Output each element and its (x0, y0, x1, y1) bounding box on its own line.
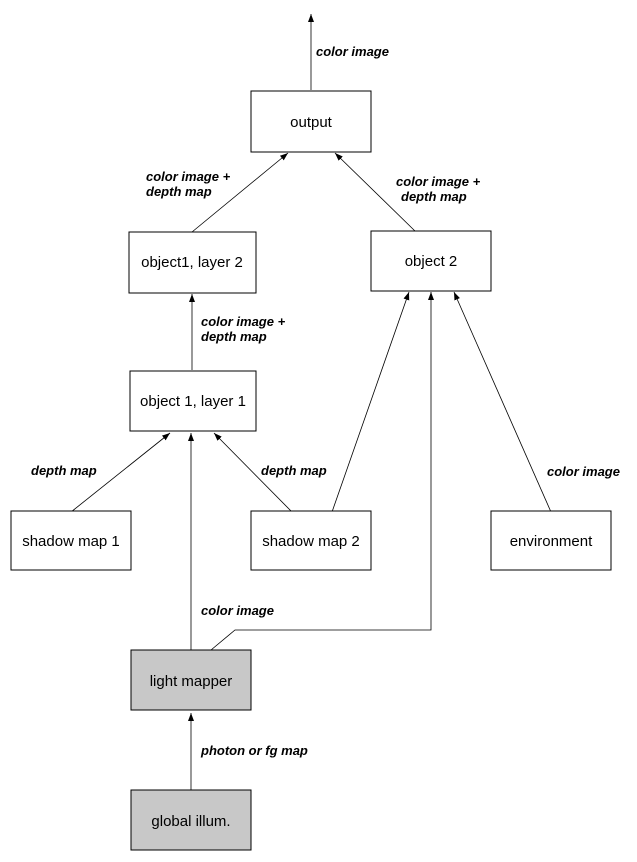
node-object1-layer2: object1, layer 2 (128, 231, 257, 294)
edge-obj2-to-output (334, 152, 417, 233)
label-mid-depth-map: depth map (201, 329, 267, 344)
node-light-mapper: light mapper (130, 649, 252, 711)
node-output-label: output (290, 114, 333, 131)
label-mid-color-image-plus: color image + (201, 314, 286, 329)
node-light-mapper-label: light mapper (150, 673, 233, 690)
edge-shadow2-to-obj1l1 (213, 432, 293, 513)
node-environment: environment (490, 510, 612, 571)
edge-shadow1-to-obj1l1 (70, 432, 171, 513)
node-shadow-map-2-label: shadow map 2 (262, 533, 360, 550)
label-environment-color-image: color image (547, 464, 620, 479)
label-shadow1-depth-map: depth map (31, 463, 97, 478)
edge-obj1l2-to-output (191, 152, 289, 233)
node-environment-label: environment (510, 533, 593, 550)
node-global-illum-label: global illum. (151, 813, 230, 830)
node-shadow-map-1-label: shadow map 1 (22, 533, 120, 550)
node-object1-layer1: object 1, layer 1 (129, 370, 257, 432)
label-top-color-image: color image (316, 44, 389, 59)
edge-environment-to-obj2 (453, 291, 552, 513)
node-global-illum: global illum. (130, 789, 252, 851)
label-shadow2-depth-map: depth map (261, 463, 327, 478)
edge-lightmapper-to-obj2 (210, 292, 434, 651)
label-lightmapper-color-image: color image (201, 603, 274, 618)
node-object1-layer2-label: object1, layer 2 (141, 254, 243, 271)
label-left-color-image-plus: color image + (146, 169, 231, 184)
edge-shadow2-to-obj2 (331, 291, 410, 513)
node-object2: object 2 (370, 230, 492, 292)
node-shadow-map-1: shadow map 1 (10, 510, 132, 571)
node-output: output (250, 90, 372, 153)
node-object2-label: object 2 (405, 253, 458, 270)
label-right-depth-map: depth map (401, 189, 467, 204)
label-photon-or-fg-map: photon or fg map (200, 743, 308, 758)
node-object1-layer1-label: object 1, layer 1 (140, 393, 246, 410)
label-left-depth-map: depth map (146, 184, 212, 199)
label-right-color-image-plus: color image + (396, 174, 481, 189)
node-shadow-map-2: shadow map 2 (250, 510, 372, 571)
